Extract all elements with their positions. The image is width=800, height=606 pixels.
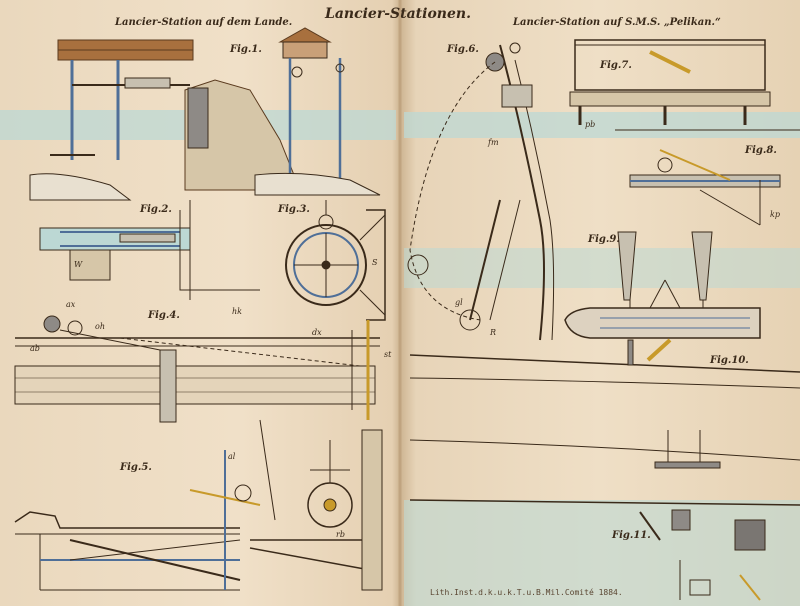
fig11-label: Fig.11. (612, 530, 651, 541)
water-band-right-bottom (404, 500, 800, 606)
fig6-label: Fig.6. (447, 44, 479, 55)
fig4-label: Fig.4. (148, 310, 180, 321)
fig6-drawing (407, 42, 555, 341)
fig2-drawing (39, 200, 260, 300)
note-gl: gl (455, 298, 463, 307)
fig1-label: Fig.1. (230, 44, 262, 55)
fig8-label: Fig.8. (745, 145, 777, 156)
water-band-right-top (404, 112, 800, 138)
note-w: W (74, 260, 83, 269)
fig7-label: Fig.7. (600, 60, 632, 71)
fig9-drawing (564, 231, 761, 339)
right-heading: Lancier-Station auf S.M.S. „Pelikan.“ (513, 17, 721, 28)
left-heading: Lancier-Station auf dem Lande. (115, 17, 293, 28)
note-st: st (384, 350, 392, 359)
fig10-drawing (409, 338, 800, 506)
plate-title: Lancier-Stationen. (325, 6, 471, 22)
fig3-drawing (285, 200, 386, 321)
note-r: R (490, 328, 497, 337)
note-pb: pb (585, 120, 596, 129)
fig10-label: Fig.10. (710, 355, 749, 366)
fig11-drawing (639, 509, 766, 601)
note-ab: ab (30, 344, 40, 353)
note-kp: kp (770, 210, 780, 219)
note-hk: hk (232, 307, 242, 316)
fig8-drawing (615, 129, 800, 226)
note-al: al (228, 452, 236, 461)
note-oh: oh (95, 322, 105, 331)
fig4-drawing (14, 315, 380, 423)
fig3-label: Fig.3. (278, 204, 310, 215)
note-ax: ax (66, 300, 76, 309)
lithographer-imprint: Lith.Inst.d.k.u.k.T.u.B.Mil.Comité 1884. (430, 588, 623, 597)
water-band-right-mid (404, 248, 800, 288)
note-fm: fm (488, 138, 499, 147)
fig5-label: Fig.5. (120, 462, 152, 473)
fig2-label: Fig.2. (140, 204, 172, 215)
fig9-label: Fig.9. (588, 234, 620, 245)
note-dx: dx (312, 328, 322, 337)
note-rb: rb (336, 530, 345, 539)
note-s: S (372, 258, 378, 267)
fig5-drawing (14, 419, 383, 591)
fig1-drawing (29, 27, 381, 201)
fig7-drawing (569, 39, 771, 125)
